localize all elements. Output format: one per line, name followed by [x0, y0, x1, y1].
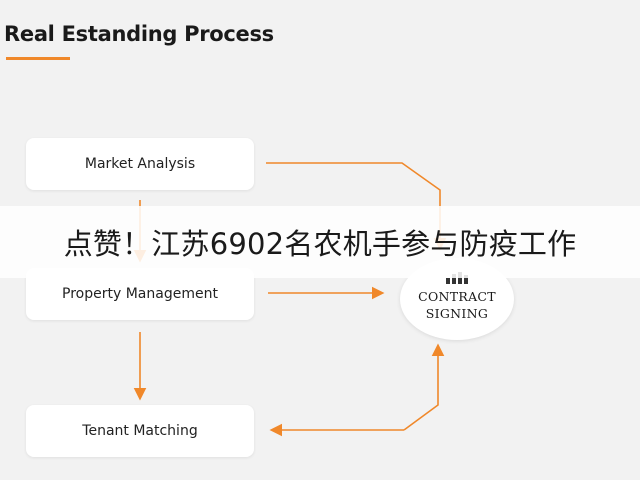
arrow-tenant-to-contract	[403, 343, 445, 431]
node-tenant-matching-label: Tenant Matching	[82, 423, 198, 439]
node-tenant-matching: Tenant Matching	[26, 405, 254, 457]
bar-chart-icon	[446, 272, 468, 284]
overlay-banner: 点赞！江苏6902名农机手参与防疫工作	[0, 206, 640, 278]
node-contract-signing-label: CONTRACT SIGNING	[418, 289, 496, 321]
title-underline	[6, 57, 70, 60]
page-title: Real Estanding Process	[4, 22, 274, 46]
node-market-analysis: Market Analysis	[26, 138, 254, 190]
node-market-analysis-label: Market Analysis	[84, 156, 196, 172]
overlay-banner-text: 点赞！江苏6902名农机手参与防疫工作	[63, 227, 577, 261]
node-property-management-label: Property Management	[62, 286, 218, 302]
node-property-management: Property Management	[26, 268, 254, 320]
